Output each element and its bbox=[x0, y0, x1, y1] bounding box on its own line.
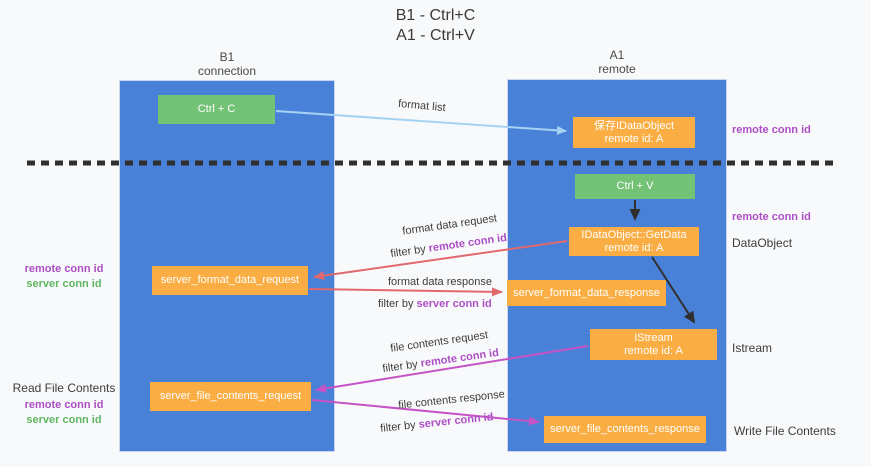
ctrl-c-label: Ctrl + C bbox=[197, 103, 236, 115]
left-server-conn-id-1-label: server conn id bbox=[26, 278, 102, 290]
file-response-label: server_file_contents_response bbox=[550, 423, 700, 435]
istream-side-label: Istream bbox=[732, 341, 773, 355]
left-remote-conn-id-1-label: remote conn id bbox=[24, 263, 104, 275]
title-line-2: A1 - Ctrl+V bbox=[396, 27, 475, 44]
getdata-line1: IDataObject::GetData bbox=[581, 228, 687, 241]
server-format-data-request-box: server_format_data_request bbox=[152, 266, 308, 295]
write-file-contents-label: Write File Contents bbox=[734, 424, 836, 438]
lane-b1-name: B1 bbox=[219, 50, 235, 64]
right-remote-conn-id-top-label: remote conn id bbox=[732, 124, 811, 136]
ctrl-v-label: Ctrl + V bbox=[616, 180, 654, 192]
ctrl-c-box: Ctrl + C bbox=[158, 95, 275, 124]
server-file-contents-request-box: server_file_contents_request bbox=[150, 382, 311, 411]
lane-a1-name: A1 bbox=[609, 48, 625, 62]
server-conn-id-text: server conn id bbox=[416, 298, 492, 310]
read-file-contents-label: Read File Contents bbox=[12, 381, 116, 395]
getdata-to-istream-arrow bbox=[651, 256, 696, 324]
format-data-response-arrow bbox=[308, 287, 503, 297]
left-server-conn-id-2-label: server conn id bbox=[26, 414, 102, 426]
title-line-1: B1 - Ctrl+C bbox=[395, 7, 476, 24]
getdata-line2: remote id: A bbox=[604, 241, 664, 254]
ctrl-v-box: Ctrl + V bbox=[575, 174, 695, 199]
server-file-contents-response-box: server_file_contents_response bbox=[544, 416, 706, 443]
format-response-filter-annotation: filter by server conn id bbox=[378, 298, 492, 310]
format-response-label: server_format_data_response bbox=[513, 286, 660, 299]
file-request-label: server_file_contents_request bbox=[159, 390, 302, 402]
left-remote-conn-id-2-label: remote conn id bbox=[24, 399, 104, 411]
lane-b1-role: connection bbox=[197, 64, 257, 78]
diagram-title: B1 - Ctrl+C A1 - Ctrl+V bbox=[0, 6, 871, 46]
file-contents-request-arrow bbox=[315, 345, 589, 393]
format-data-response-annotation: format data response bbox=[388, 276, 492, 288]
filter-by-text: filter by bbox=[378, 298, 414, 310]
lane-header-b1: B1 connection bbox=[119, 50, 335, 78]
istream-box: IStream remote id: A bbox=[590, 329, 717, 360]
idataobject-getdata-box: IDataObject::GetData remote id: A bbox=[569, 227, 699, 256]
server-format-data-response-box: server_format_data_response bbox=[507, 280, 666, 306]
lane-header-a1: A1 remote bbox=[507, 48, 727, 76]
file-contents-response-arrow bbox=[311, 399, 540, 426]
save-idataobject-line1: 保存IDataObject bbox=[593, 119, 675, 132]
dataobject-label: DataObject bbox=[732, 236, 793, 250]
format-request-label: server_format_data_request bbox=[160, 274, 300, 286]
save-idataobject-line2: remote id: A bbox=[604, 132, 664, 145]
save-idataobject-box: 保存IDataObject remote id: A bbox=[573, 117, 695, 148]
istream-line1: IStream bbox=[634, 331, 673, 344]
lane-a1-role: remote bbox=[598, 62, 636, 76]
format-data-request-arrow bbox=[313, 240, 568, 281]
format-list-arrow bbox=[275, 110, 567, 135]
istream-line2: remote id: A bbox=[624, 344, 683, 357]
right-remote-conn-id-mid-label: remote conn id bbox=[732, 211, 811, 223]
